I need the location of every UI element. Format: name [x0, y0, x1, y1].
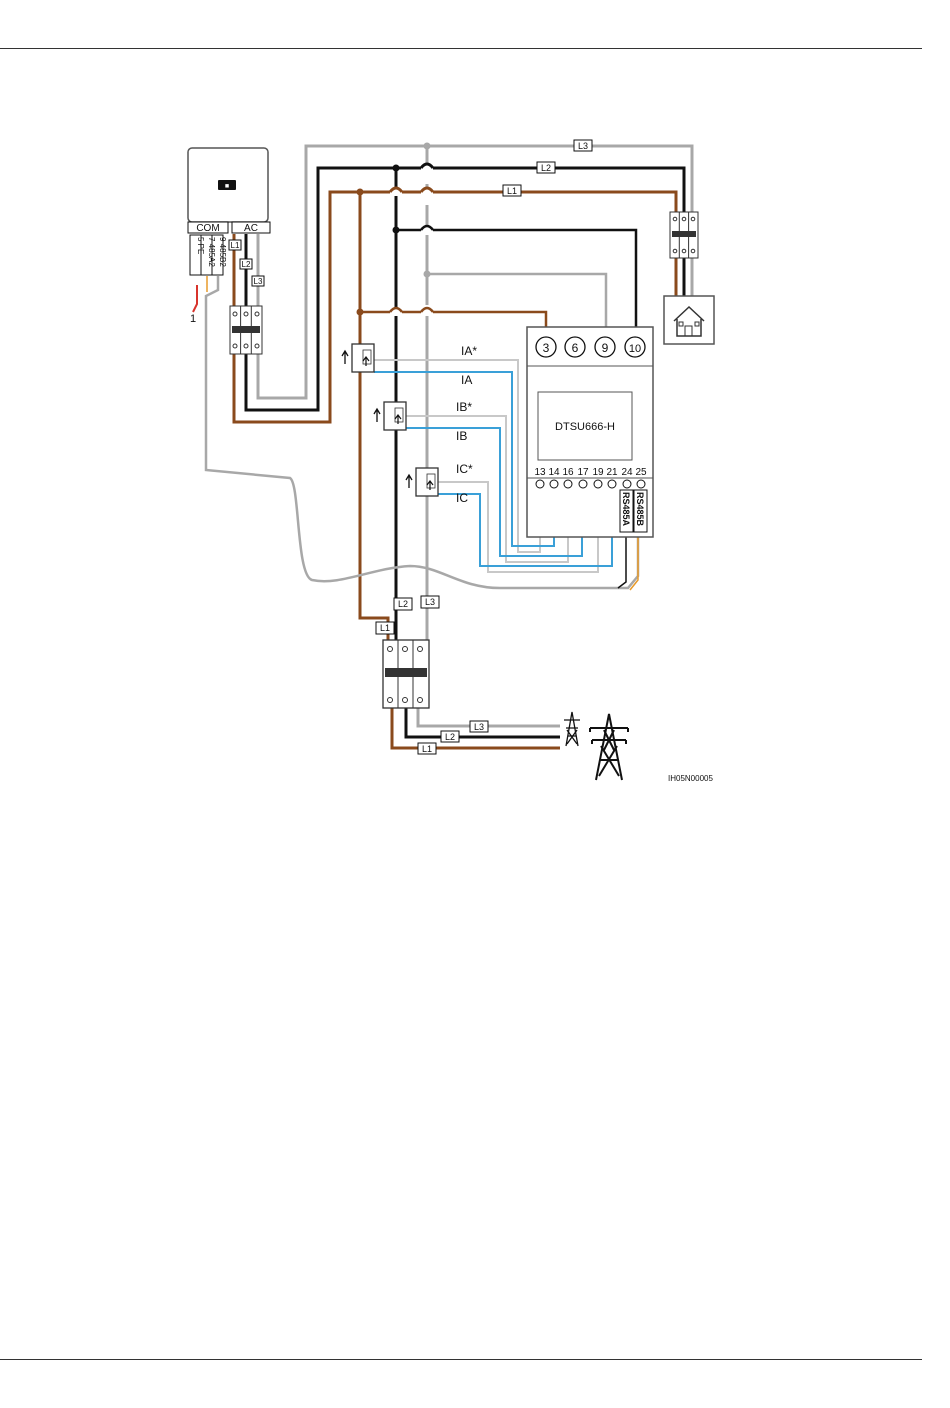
lower-phase-tags: L2 L3 L1	[376, 596, 439, 634]
load-breaker	[670, 212, 698, 258]
label-ib: IB	[456, 429, 467, 443]
figure-reference: IH05N00005	[668, 774, 713, 783]
terminal-9: 9	[602, 341, 609, 355]
ct-phase-b	[374, 402, 406, 430]
wire-l2-meter-10	[396, 230, 636, 337]
label-ia: IA	[461, 373, 472, 387]
ct-phase-c	[406, 468, 438, 496]
pin-485a2: 7 485A2	[207, 237, 216, 267]
svg-text:L1: L1	[231, 241, 240, 250]
svg-text:L3: L3	[254, 277, 263, 286]
svg-text:L1: L1	[422, 744, 432, 754]
terminal-19: 19	[592, 467, 604, 478]
terminal-10: 10	[629, 343, 641, 355]
callout-1: 1	[190, 313, 196, 325]
terminal-25: 25	[635, 467, 647, 478]
svg-text:L3: L3	[425, 597, 435, 607]
wire-rs485a-core	[618, 532, 626, 588]
terminal-14: 14	[548, 467, 560, 478]
terminal-13: 13	[534, 467, 546, 478]
terminal-17: 17	[577, 467, 589, 478]
ct-phase-a	[342, 344, 374, 372]
rs485b-label: RS485B	[635, 492, 645, 527]
pin-pe: 5 PE	[196, 237, 205, 254]
label-ib-star: IB*	[456, 400, 472, 414]
wire-pe	[193, 285, 197, 312]
svg-text:L2: L2	[541, 163, 551, 173]
svg-text:L3: L3	[578, 141, 588, 151]
ac-label: AC	[244, 223, 258, 234]
svg-text:L3: L3	[474, 722, 484, 732]
svg-text:L2: L2	[398, 599, 408, 609]
meter-model: DTSU666-H	[555, 421, 615, 433]
house-icon	[664, 296, 714, 344]
ct-signal-labels: IA* IA IB* IB IC* IC	[456, 344, 477, 505]
svg-text:L2: L2	[242, 260, 251, 269]
com-label: COM	[196, 223, 219, 234]
wire-l3-to-grid	[418, 600, 560, 726]
inverter-breaker	[230, 306, 262, 354]
power-tower-icon	[590, 714, 628, 780]
label-ic: IC	[456, 491, 468, 505]
pin-485b2: 9 485B2	[218, 237, 227, 267]
small-tower-icon	[564, 712, 580, 746]
wire-l1-meter-3	[360, 312, 546, 337]
terminal-24: 24	[621, 467, 633, 478]
svg-text:■: ■	[225, 183, 229, 190]
rs485a-label: RS485A	[621, 492, 631, 527]
label-ia-star: IA*	[461, 344, 477, 358]
terminal-6: 6	[572, 341, 579, 355]
svg-text:L1: L1	[380, 623, 390, 633]
grid-breaker	[383, 640, 429, 708]
terminal-3: 3	[543, 341, 550, 355]
label-ic-star: IC*	[456, 462, 473, 476]
svg-text:L1: L1	[507, 186, 517, 196]
terminal-16: 16	[562, 467, 574, 478]
svg-text:L2: L2	[445, 732, 455, 742]
terminal-21: 21	[606, 467, 618, 478]
